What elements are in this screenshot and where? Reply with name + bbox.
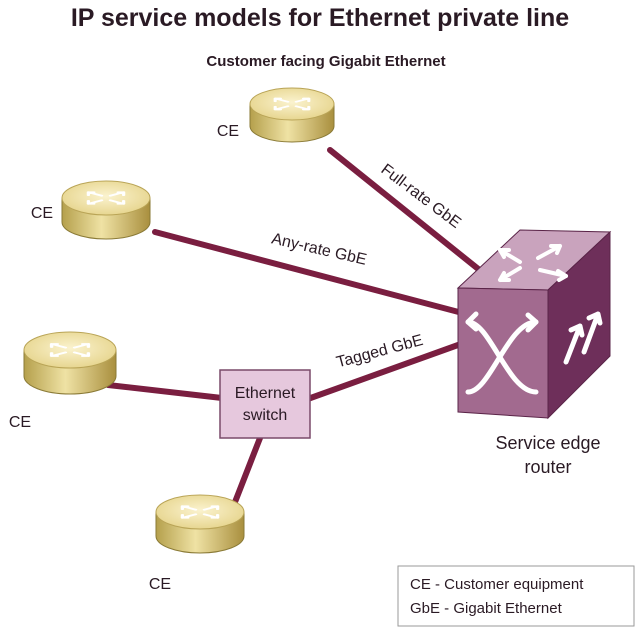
legend-line2: GbE - Gigabit Ethernet [410, 600, 563, 617]
router-front-arrows-icon [465, 311, 539, 395]
ce-mid-label: CE [9, 414, 31, 431]
router-label-line1: Service edge [495, 433, 600, 453]
diagram-subtitle: Customer facing Gigabit Ethernet [206, 53, 445, 70]
router-top-arrows-icon [498, 244, 568, 282]
label-tagged: Tagged GbE [335, 332, 425, 371]
diagram-title: IP service models for Ethernet private l… [71, 4, 569, 32]
ce-router-left [61, 180, 151, 240]
router-label-line2: router [524, 457, 571, 477]
label-any-rate: Any-rate GbE [270, 230, 368, 268]
ce-bottom-label: CE [149, 576, 171, 593]
link-any-rate [152, 229, 473, 318]
ce-top-label: CE [217, 123, 239, 140]
link-tagged [302, 342, 461, 403]
legend-line1: CE - Customer equipment [410, 576, 584, 593]
router-side-arrows-icon [563, 311, 603, 365]
ce-router-top [249, 87, 335, 143]
ce-router-bottom [155, 494, 245, 554]
ethernet-switch: Ethernet switch [219, 369, 311, 439]
legend: CE - Customer equipment GbE - Gigabit Et… [397, 565, 635, 627]
link-ce-switch [105, 382, 225, 401]
service-edge-router [456, 229, 612, 420]
link-full-rate [327, 147, 485, 275]
ce-router-mid [23, 331, 117, 395]
ce-left-label: CE [31, 205, 53, 222]
switch-label-line1: Ethernet [235, 385, 296, 402]
switch-label-line2: switch [243, 407, 287, 424]
links [105, 147, 485, 523]
